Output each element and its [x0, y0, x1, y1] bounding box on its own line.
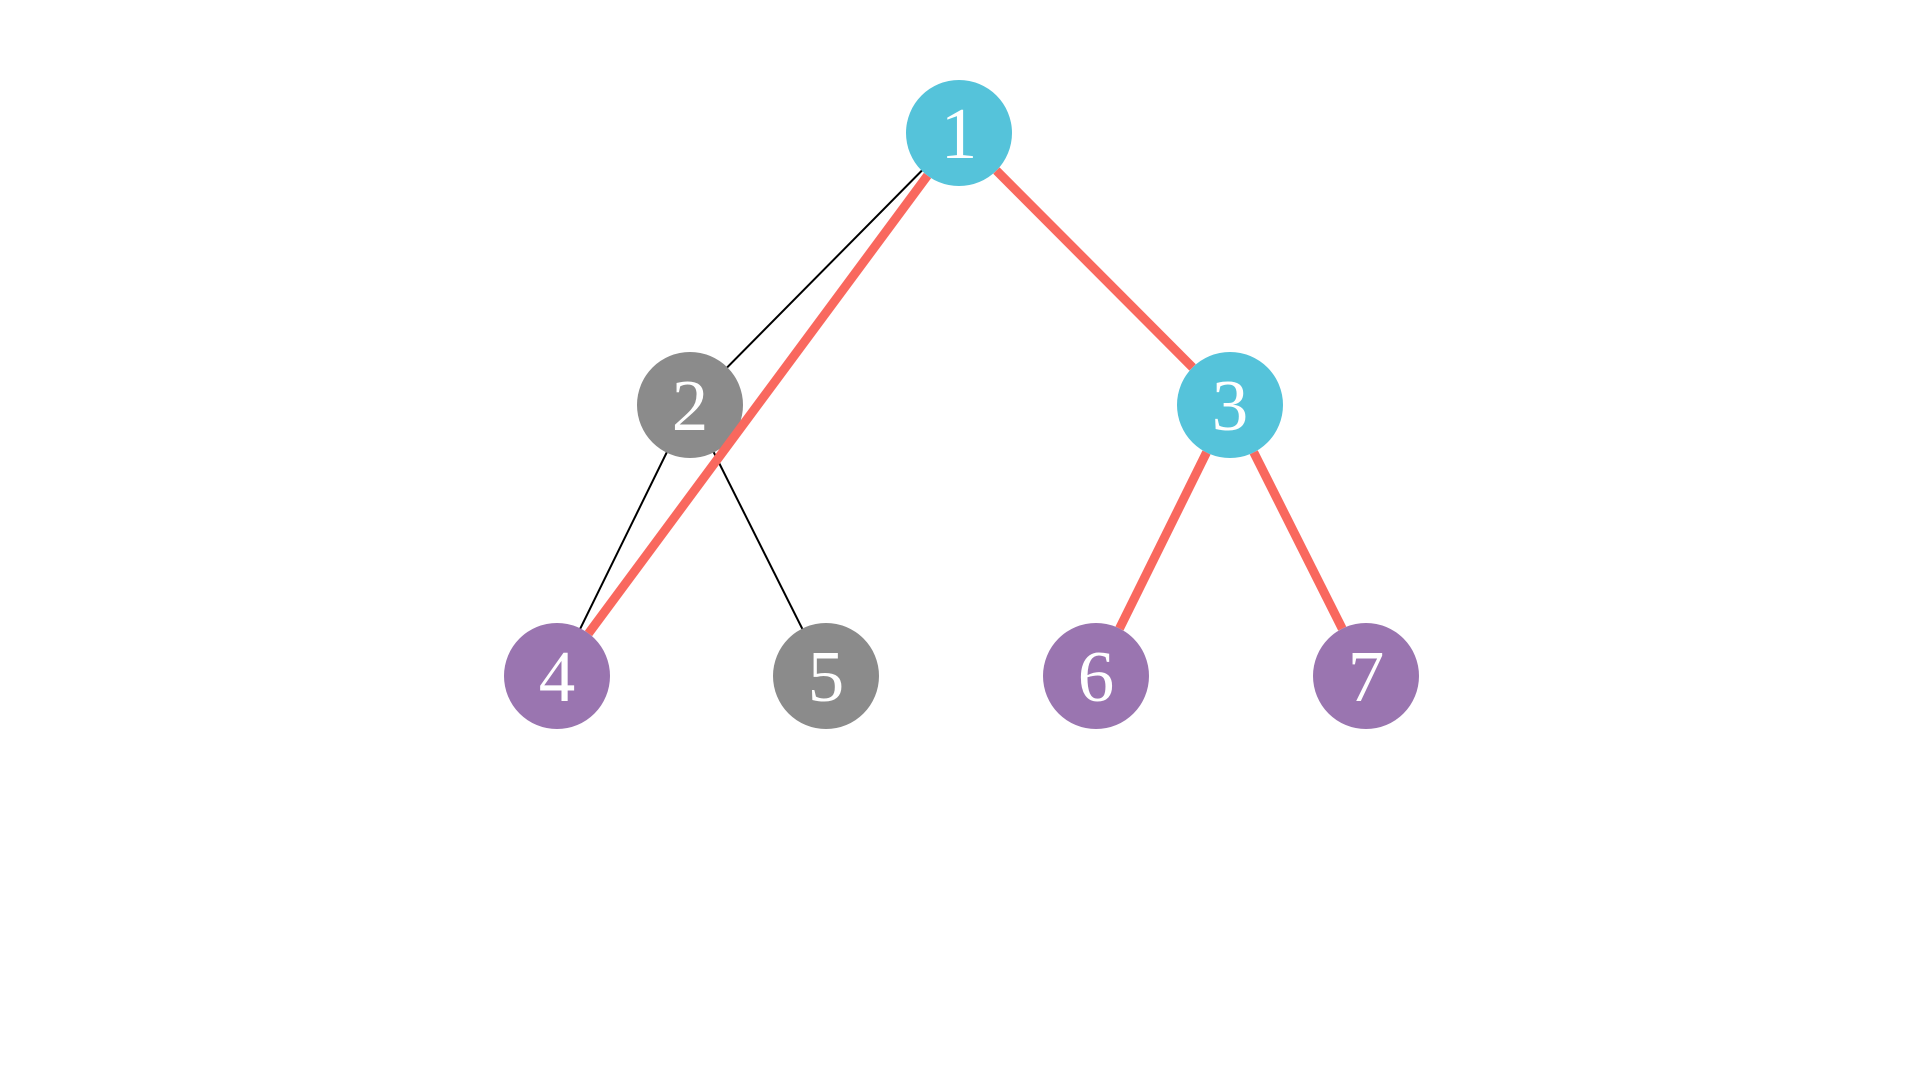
node-circle-3 [1177, 352, 1283, 458]
node-circle-2 [637, 352, 743, 458]
node-label-7: 7 [1348, 636, 1385, 717]
node-label-3: 3 [1212, 365, 1249, 446]
graph-node-6: 6 [1043, 623, 1149, 729]
nodes-layer: 1 2 3 4 5 6 7 [504, 80, 1419, 729]
node-label-5: 5 [808, 636, 845, 717]
node-circle-6 [1043, 623, 1149, 729]
node-circle-1 [906, 80, 1012, 186]
edge-1-3 [993, 167, 1196, 371]
highlighted-edges-layer [584, 167, 1347, 637]
node-label-6: 6 [1078, 636, 1115, 717]
node-label-4: 4 [539, 636, 576, 717]
node-label-2: 2 [672, 365, 709, 446]
node-circle-4 [504, 623, 610, 729]
graph-node-4: 4 [504, 623, 610, 729]
edge-3-7 [1249, 450, 1347, 631]
edge-1-2 [689, 132, 960, 406]
graph-node-7: 7 [1313, 623, 1419, 729]
edge-3-6 [1115, 450, 1211, 631]
graph-node-5: 5 [773, 623, 879, 729]
graph-node-1: 1 [906, 80, 1012, 186]
node-circle-5 [773, 623, 879, 729]
graph-node-2: 2 [637, 352, 743, 458]
node-circle-7 [1313, 623, 1419, 729]
node-label-1: 1 [941, 93, 978, 174]
graph-node-3: 3 [1177, 352, 1283, 458]
edge-1-4 [584, 172, 932, 637]
